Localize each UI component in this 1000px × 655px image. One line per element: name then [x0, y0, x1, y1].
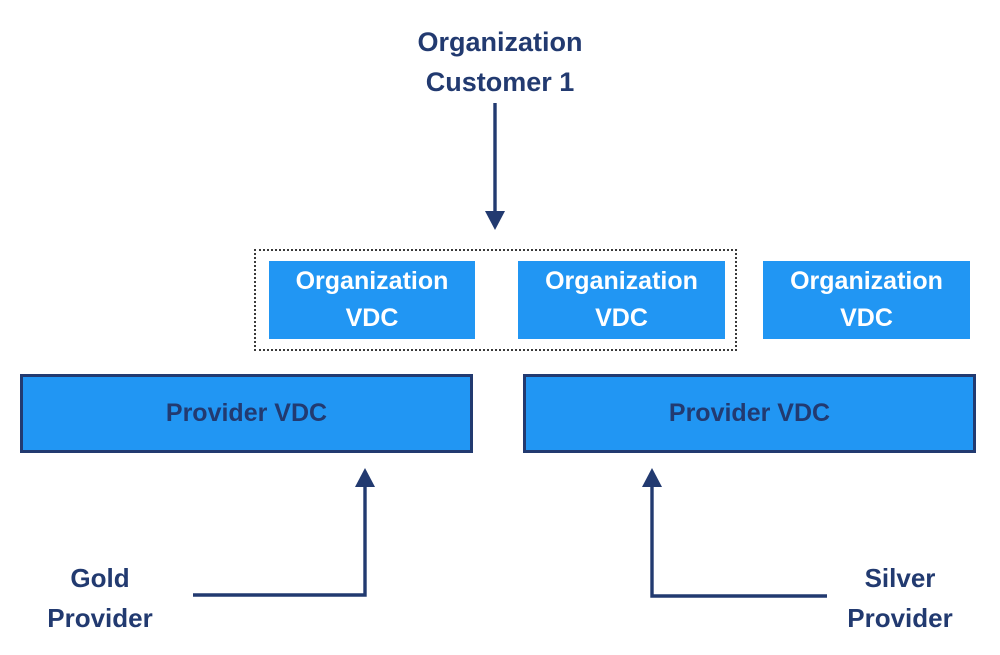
organization-customer-title-line1: Organization — [417, 27, 583, 57]
org-vdc-box-2-line1: Organization — [545, 267, 698, 295]
organization-customer-title-line2: Customer 1 — [425, 67, 575, 97]
gold-provider-label-line1: Gold — [70, 563, 130, 593]
org-vdc-box-1: Organization VDC — [269, 261, 475, 339]
gold-provider-label: Gold Provider — [15, 558, 185, 638]
gold-provider-label-line2: Provider — [47, 603, 153, 633]
org-vdc-box-1-line2: VDC — [345, 304, 399, 332]
org-vdc-box-1-line1: Organization — [295, 267, 449, 295]
provider-vdc-box-gold-label: Provider VDC — [165, 399, 328, 427]
silver-provider-label-line2: Provider — [847, 603, 953, 633]
org-vdc-box-2-line2: VDC — [595, 304, 648, 332]
customer-to-orgvdc-arrow — [485, 103, 505, 230]
org-vdc-box-3-line1: Organization — [790, 267, 943, 295]
silver-provider-label: Silver Provider — [815, 558, 985, 638]
org-vdc-box-3-line2: VDC — [840, 304, 893, 332]
gold-provider-arrow — [193, 468, 375, 597]
provider-vdc-box-gold: Provider VDC — [20, 374, 473, 453]
org-vdc-box-3: Organization VDC — [763, 261, 970, 339]
org-vdc-box-2: Organization VDC — [518, 261, 725, 339]
organization-customer-title: Organization Customer 1 — [330, 22, 670, 102]
silver-provider-label-line1: Silver — [864, 563, 936, 593]
silver-provider-arrow — [642, 468, 827, 598]
provider-vdc-box-silver-label: Provider VDC — [668, 399, 831, 427]
provider-vdc-box-silver: Provider VDC — [523, 374, 976, 453]
org-vdc-allocation-group — [254, 249, 737, 351]
